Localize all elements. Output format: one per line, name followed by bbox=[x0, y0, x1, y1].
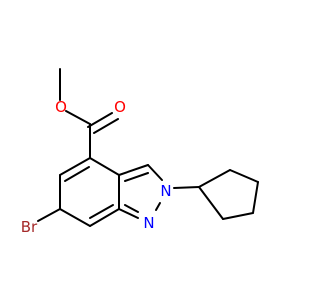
atom-o-ester: O bbox=[55, 98, 67, 116]
bond-c3a-c4 bbox=[89, 157, 120, 176]
bond-cp-2 bbox=[229, 169, 259, 183]
bond-c3a-c3-double bbox=[124, 172, 149, 182]
bond-c7-c7a bbox=[89, 208, 120, 227]
bond-c3-n2 bbox=[147, 164, 163, 181]
atom-o-carbonyl: O bbox=[114, 98, 126, 116]
bond-carbonyl-c-o-double bbox=[93, 118, 119, 134]
bond-cp-1 bbox=[198, 169, 231, 188]
bond-n1-c7a-double bbox=[124, 204, 139, 213]
bond-cp-5 bbox=[198, 186, 224, 220]
bond-n2-cp bbox=[173, 186, 200, 189]
molecule-diagram: O O Br N N bbox=[21, 68, 259, 236]
bond-c7-c7a-double bbox=[89, 204, 114, 219]
bond-carbonyl-c-o bbox=[87, 112, 113, 128]
bond-n2-n1 bbox=[155, 202, 161, 211]
bond-cp-3 bbox=[252, 181, 259, 214]
bond-c4-c5 bbox=[59, 157, 91, 176]
bond-c6-c7 bbox=[59, 208, 91, 227]
atom-br: Br bbox=[21, 218, 38, 236]
bond-cp-4 bbox=[222, 212, 254, 220]
structure-canvas: O O Br N N bbox=[21, 68, 259, 236]
bond-o-carbonyl-c bbox=[65, 110, 91, 125]
bond-c4-c5-double bbox=[64, 166, 90, 182]
atom-n1: N bbox=[143, 214, 154, 232]
bond-n1-c7a bbox=[118, 208, 139, 219]
bond-c6-br bbox=[37, 208, 61, 222]
bond-c3a-c3 bbox=[118, 164, 149, 176]
atom-n2: N bbox=[160, 182, 171, 200]
